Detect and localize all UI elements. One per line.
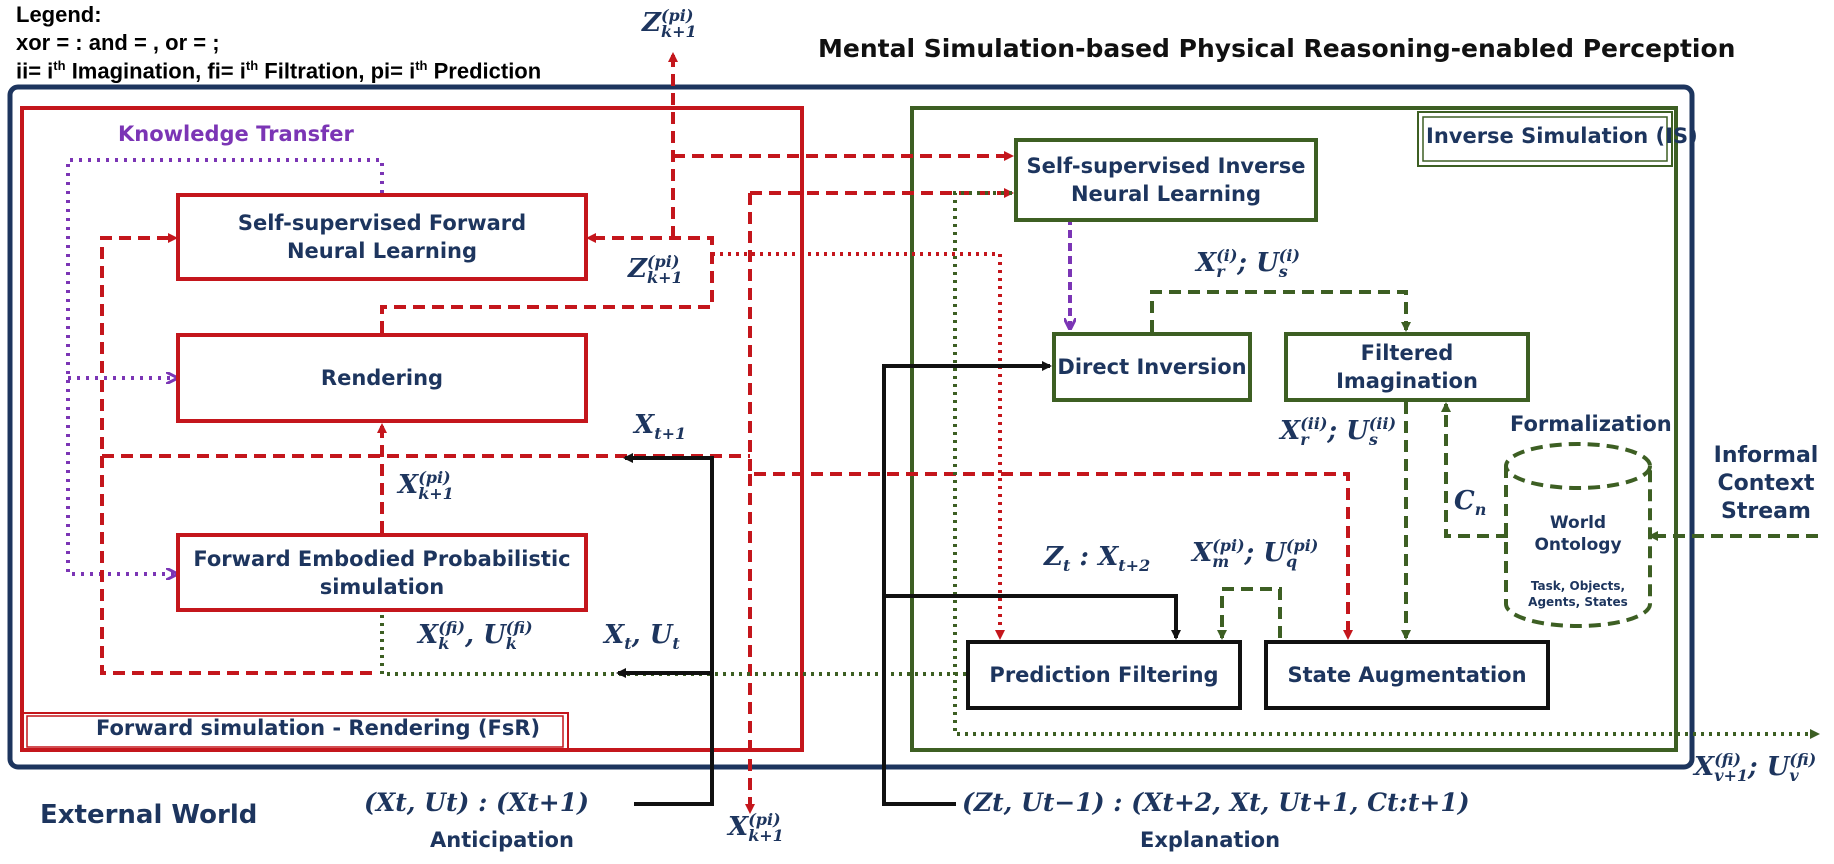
state-augmentation-block: State Augmentation	[1264, 640, 1550, 710]
explanation-label: Explanation	[1140, 828, 1281, 852]
cn-label: Cn	[1454, 486, 1487, 520]
legend-operators: xor = : and = , or = ;	[16, 30, 220, 55]
green-dashed-links	[1150, 290, 1818, 640]
direct-inversion-block: Direct Inversion	[1052, 332, 1252, 402]
xt-ut-label: Xt, Ut	[604, 620, 680, 654]
ontology-contents: Task, Objects, Agents, States	[1528, 579, 1628, 609]
xv-uv-fi-label: X(fi)v+1; U(fi)v	[1694, 750, 1817, 785]
external-world-label: External World	[40, 800, 258, 830]
forward-simulation-block: Forward Embodied Probabilistic simulatio…	[176, 533, 588, 612]
z-mid-label: Z(pi)k+1	[628, 252, 683, 287]
green-dotted-links	[377, 191, 1820, 739]
z-top-label: Z(pi)k+1	[642, 6, 697, 41]
is-label-box-outer	[1417, 111, 1673, 167]
fsr-label-box-outer	[21, 712, 569, 751]
diagram-title: Mental Simulation-based Physical Reasoni…	[818, 34, 1736, 63]
anticipation-expression: (Xt, Ut) : (Xt+1)	[364, 788, 589, 817]
forward-learning-block: Self-supervised Forward Neural Learning	[176, 193, 588, 281]
informal-context-label: Informal Context Stream	[1713, 443, 1819, 524]
black-links	[616, 361, 1181, 806]
world-ontology-cylinder	[1504, 442, 1652, 628]
system-frame	[7, 84, 1695, 770]
legend-indices: ii= ith Imagination, fi= ith Filtration,…	[16, 58, 542, 84]
is-label: Inverse Simulation (IS)	[1426, 124, 1698, 148]
rendering-block: Rendering	[176, 333, 588, 423]
red-dotted-link	[712, 252, 1005, 640]
legend-title: Legend:	[16, 2, 102, 27]
x-next-label: Xt+1	[634, 410, 687, 444]
prediction-filtering-block: Prediction Filtering	[966, 640, 1242, 710]
fsr-label: Forward simulation - Rendering (FsR)	[96, 716, 541, 740]
x-bottom-label: X(pi)k+1	[728, 810, 784, 845]
inverse-learning-block: Self-supervised Inverse Neural Learning	[1014, 138, 1318, 222]
world-ontology-label: World Ontology	[1534, 513, 1622, 555]
is-frame	[910, 106, 1678, 752]
is-label-box-inner	[1422, 116, 1668, 162]
xm-uq-pi-label: X(pi)m; U(pi)q	[1192, 536, 1319, 571]
knowledge-transfer-label: Knowledge Transfer	[118, 122, 354, 146]
knowledge-transfer-links	[66, 158, 1070, 574]
filtered-imagination-block: Filtered Imagination	[1284, 332, 1530, 402]
zt-label: Zt : Xt+2	[1044, 542, 1151, 576]
xr-us-i-label: X(i)r; U(i)s	[1196, 246, 1300, 281]
fsr-label-box-inner	[26, 715, 564, 748]
x-pi-label: X(pi)k+1	[398, 468, 454, 503]
formalization-label: Formalization	[1510, 412, 1672, 436]
xr-us-ii-label: X(ii)r; U(ii)s	[1280, 414, 1397, 449]
explanation-expression: (Zt, Ut−1) : (Xt+2, Xt, Ut+1, Ct:t+1)	[962, 788, 1470, 817]
anticipation-label: Anticipation	[430, 828, 574, 852]
xu-fi-label: X(fi)k, U(fi)k	[418, 618, 533, 653]
